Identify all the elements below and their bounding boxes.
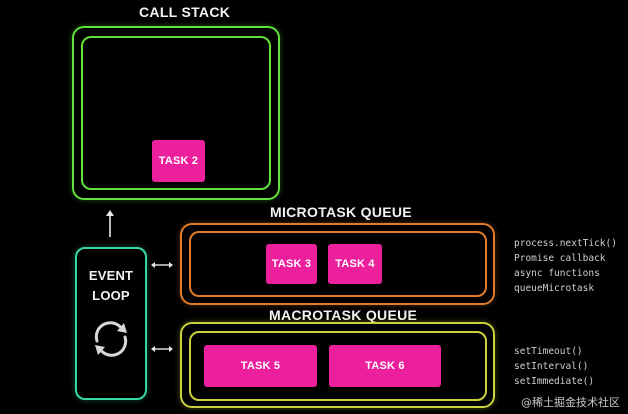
macrotask-queue-title: MACROTASK QUEUE — [269, 307, 418, 323]
microtask-task: TASK 3 — [266, 244, 317, 284]
api-item: setImmediate() — [514, 376, 595, 387]
macrotask-task: TASK 5 — [204, 345, 317, 387]
macrotask-link-arrow-icon — [151, 346, 173, 352]
api-item: process.nextTick() — [514, 238, 617, 249]
up-arrow-icon — [106, 210, 114, 237]
macrotask-queue-container — [189, 331, 487, 401]
microtask-queue-outer-frame — [180, 223, 495, 305]
microtask-queue-container — [189, 231, 487, 297]
event-loop-label-line1: EVENT — [88, 268, 134, 283]
microtask-task: TASK 4 — [328, 244, 382, 284]
event-loop-label-line2: LOOP — [92, 288, 130, 303]
api-item: setTimeout() — [514, 346, 583, 357]
call-stack-container — [81, 36, 271, 190]
microtask-link-arrow-icon — [151, 262, 173, 268]
api-item: queueMicrotask — [514, 283, 595, 294]
api-item: async functions — [514, 268, 600, 279]
api-item: setInterval() — [514, 361, 589, 372]
watermark: @稀土掘金技术社区 — [521, 396, 620, 409]
microtask-queue-title: MICROTASK QUEUE — [270, 204, 412, 220]
call-stack-outer-frame — [72, 26, 280, 200]
microtask-api-list: process.nextTick() Promise callback asyn… — [514, 236, 617, 296]
macrotask-api-list: setTimeout() setInterval() setImmediate(… — [514, 344, 594, 389]
macrotask-task: TASK 6 — [329, 345, 441, 387]
api-item: Promise callback — [514, 253, 606, 264]
macrotask-queue-outer-frame — [180, 322, 495, 408]
event-loop-box — [75, 247, 147, 400]
loop-arrows-icon — [94, 321, 128, 357]
call-stack-task: TASK 2 — [152, 140, 205, 182]
call-stack-title: CALL STACK — [139, 4, 231, 20]
